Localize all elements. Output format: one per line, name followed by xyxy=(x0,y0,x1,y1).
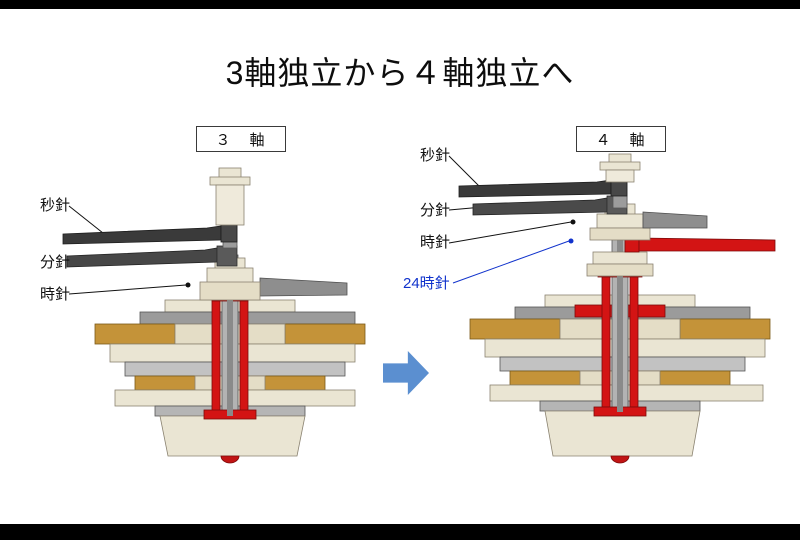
letterbox-bottom xyxy=(0,524,800,540)
axis-count-box-3: ３ 軸 xyxy=(196,126,286,152)
axis-count-label-3: ３ 軸 xyxy=(215,131,267,149)
transition-arrow-icon xyxy=(383,351,429,395)
letterbox-top xyxy=(0,0,800,9)
label-hour-hand-left: 時針 xyxy=(40,286,71,303)
label-seconds-hand-right: 秒針 xyxy=(420,147,451,164)
label-minute-hand-left: 分針 xyxy=(40,254,71,271)
label-24h-hand: 24時針 xyxy=(403,275,450,292)
cross-section-3-axis xyxy=(62,167,366,464)
label-hour-hand-right: 時針 xyxy=(420,234,451,251)
cross-section-4-axis xyxy=(458,153,776,464)
label-seconds-hand-left: 秒針 xyxy=(40,197,71,214)
axis-count-label-4: ４ 軸 xyxy=(595,131,647,149)
label-minute-hand-right: 分針 xyxy=(420,202,451,219)
slide-title: 3軸独立から４軸独立へ xyxy=(225,55,575,91)
axis-count-box-4: ４ 軸 xyxy=(576,126,666,152)
